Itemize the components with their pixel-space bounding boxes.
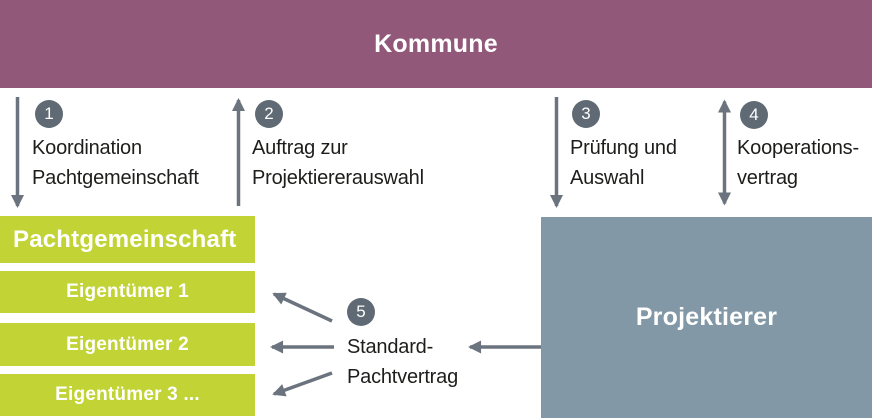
pachtgemeinschaft-label: Pachtgemeinschaft [13, 225, 237, 253]
eigentuemer-row-2: Eigentümer 2 [0, 323, 255, 366]
eigentuemer-row-3: Eigentümer 3 ... [0, 374, 255, 416]
step-1-label-line1: Koordination [32, 137, 142, 159]
step-5-label-line1: Standard- [347, 336, 434, 358]
eigentuemer-2-label: Eigentümer 2 [66, 333, 189, 355]
eigentuemer-3-label: Eigentümer 3 ... [55, 384, 200, 405]
step-2-label-line2: Projektiererauswahl [252, 167, 424, 189]
step-1-badge: 1 [35, 100, 63, 128]
step-4-badge: 4 [740, 101, 768, 129]
kommune-box: Kommune [0, 0, 872, 88]
step-1-label-line2: Pachtgemeinschaft [32, 167, 199, 189]
step-5-label: Standard- Pachtvertrag [347, 332, 458, 392]
step-2-badge: 2 [255, 100, 283, 128]
kommune-label: Kommune [374, 29, 498, 58]
eigentuemer-row-1: Eigentümer 1 [0, 271, 255, 313]
step-3-label-line1: Prüfung und [570, 137, 677, 159]
step-4-number: 4 [749, 105, 759, 124]
step-2-label-line1: Auftrag zur [252, 137, 348, 159]
eigentuemer-1-label: Eigentümer 1 [66, 281, 189, 302]
step-2-number: 2 [264, 104, 274, 123]
step-5-badge: 5 [347, 298, 375, 326]
step-4-label-line2: vertrag [737, 167, 798, 189]
step-4-label: Kooperations- vertrag [737, 133, 859, 193]
step-2-label: Auftrag zur Projektiererauswahl [252, 133, 424, 193]
step-3-label-line2: Auswahl [570, 167, 645, 189]
arrow-step5-to-eigentuemer3 [272, 371, 333, 397]
projektierer-label: Projektierer [635, 303, 778, 331]
arrow-step5-to-eigentuemer1 [272, 292, 333, 323]
projektierer-box: Projektierer [541, 217, 872, 418]
step-1-number: 1 [44, 104, 54, 123]
step-1-label: Koordination Pachtgemeinschaft [32, 133, 199, 193]
step-3-number: 3 [581, 104, 591, 123]
step-3-label: Prüfung und Auswahl [570, 133, 677, 193]
step-4-label-line1: Kooperations- [737, 137, 859, 159]
step-5-number: 5 [356, 302, 366, 321]
pachtgemeinschaft-box: Pachtgemeinschaft [0, 216, 255, 263]
step-3-badge: 3 [572, 100, 600, 128]
step-5-label-line2: Pachtvertrag [347, 366, 458, 388]
